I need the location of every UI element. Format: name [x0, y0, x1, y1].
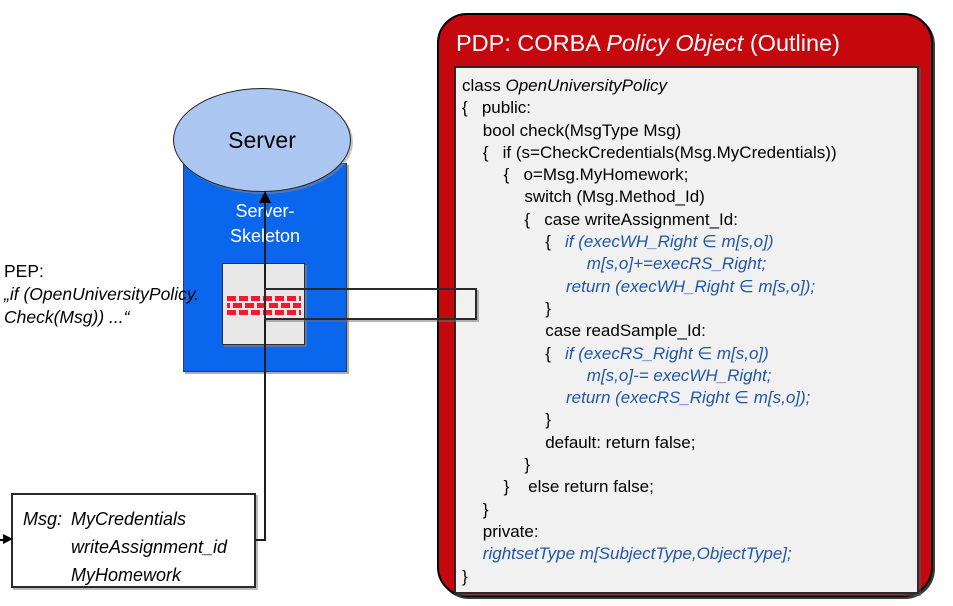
code-segment: private:: [482, 521, 539, 541]
up-arrow-icon: [259, 191, 271, 203]
pep-pdp-connector: [264, 288, 477, 320]
pep-label: PEP:: [4, 261, 44, 281]
code-segment: m[s,o]+=execRS_Right;: [586, 254, 767, 274]
code-line: }: [462, 454, 837, 476]
code-line: private:: [462, 521, 837, 543]
pep-quote-line2: Check(Msg)) ...“: [4, 307, 130, 327]
code-segment: { if (s=CheckCredentials(Msg.MyCredentia…: [482, 142, 837, 162]
pdp-policy-object-box: PDP: CORBA Policy Object (Outline) class…: [437, 13, 933, 597]
code-segment: if (execRS_Right ∈ m[s,o]): [565, 343, 769, 363]
code-line: return (execWH_Right ∈ m[s,o]);: [462, 276, 837, 298]
pdp-title-suffix: (Outline): [743, 30, 840, 56]
code-segment: return (execRS_Right ∈ m[s,o]);: [566, 388, 811, 408]
message-flow-line: [264, 200, 266, 541]
pdp-title: PDP: CORBA Policy Object (Outline): [456, 28, 916, 58]
code-segment: { case writeAssignment_Id:: [524, 209, 738, 229]
msg-item: MyCredentials: [71, 509, 187, 529]
code-segment: }: [462, 566, 468, 586]
code-segment: m[s,o]-= execWH_Right;: [586, 365, 772, 385]
code-segment: { o=Msg.MyHomework;: [503, 165, 689, 185]
message-flow-jog-line: [256, 539, 265, 541]
server-label: Server: [228, 126, 296, 153]
msg-item: writeAssignment_id: [71, 537, 228, 557]
server-ellipse: Server: [173, 88, 351, 192]
msg-item: MyHomework: [71, 565, 182, 585]
code-segment: default: return false;: [545, 432, 696, 452]
pdp-title-italic: Policy Object: [606, 30, 744, 56]
code-segment: { public:: [462, 98, 531, 118]
incoming-msg-line: [0, 539, 5, 541]
code-segment: } else return false;: [503, 477, 654, 497]
code-line: switch (Msg.Method_Id): [462, 186, 837, 208]
code-line: rightsetType m[SubjectType,ObjectType];: [462, 543, 837, 565]
pdp-title-prefix: PDP: CORBA: [456, 30, 607, 56]
code-line: case readSample_Id:: [462, 320, 837, 342]
pdp-code: class OpenUniversityPolicy{ public:bool …: [462, 75, 837, 588]
code-segment: bool check(MsgType Msg): [482, 120, 682, 140]
code-segment: {: [545, 343, 566, 363]
right-arrow-icon: [3, 534, 13, 544]
code-segment: }: [545, 298, 551, 318]
code-line: { case writeAssignment_Id:: [462, 209, 837, 231]
code-line: return (execRS_Right ∈ m[s,o]);: [462, 387, 837, 409]
pep-caption: PEP: „if (OpenUniversityPolicy. Check(Ms…: [4, 260, 219, 329]
code-segment: rightsetType m[SubjectType,ObjectType];: [482, 544, 792, 564]
code-segment: OpenUniversityPolicy: [505, 76, 668, 95]
code-line: }: [462, 298, 837, 320]
code-segment: case readSample_Id:: [545, 321, 706, 341]
code-line: default: return false;: [462, 432, 837, 454]
pep-quote-line1: „if (OpenUniversityPolicy.: [4, 284, 200, 304]
code-segment: return (execWH_Right ∈ m[s,o]);: [566, 276, 816, 296]
code-line: { public:: [462, 97, 837, 119]
code-segment: if (execWH_Right ∈ m[s,o]): [565, 232, 774, 252]
code-line: m[s,o]+=execRS_Right;: [462, 253, 837, 275]
code-line: } else return false;: [462, 476, 837, 498]
code-line: }: [462, 566, 837, 588]
code-segment: }: [545, 410, 551, 430]
code-line: }: [462, 409, 837, 431]
code-line: }: [462, 499, 837, 521]
code-segment: }: [524, 455, 531, 475]
code-line: { if (execWH_Right ∈ m[s,o]): [462, 231, 837, 253]
pdp-code-panel: class OpenUniversityPolicy{ public:bool …: [454, 66, 919, 594]
code-segment: switch (Msg.Method_Id): [524, 187, 705, 207]
code-segment: class: [462, 76, 506, 95]
code-segment: }: [482, 499, 489, 519]
msg-label: Msg:: [23, 509, 63, 529]
code-line: m[s,o]-= execWH_Right;: [462, 365, 837, 387]
code-line: bool check(MsgType Msg): [462, 120, 837, 142]
code-line: class OpenUniversityPolicy: [462, 75, 837, 97]
code-segment: {: [545, 232, 566, 252]
code-line: { if (s=CheckCredentials(Msg.MyCredentia…: [462, 142, 837, 164]
code-line: { o=Msg.MyHomework;: [462, 164, 837, 186]
code-line: { if (execRS_Right ∈ m[s,o]): [462, 343, 837, 365]
